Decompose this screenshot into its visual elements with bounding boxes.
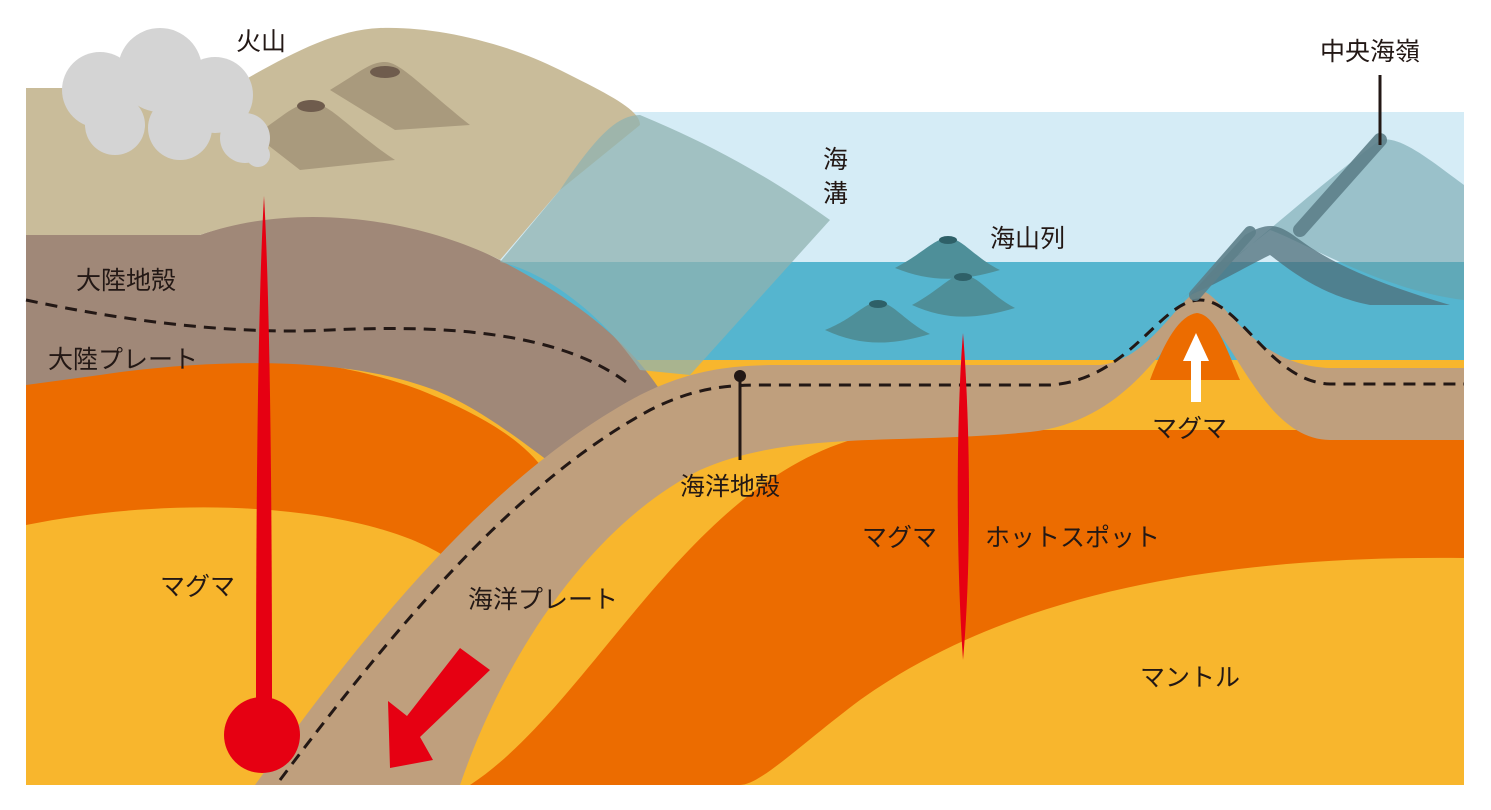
ridge-pipe [1293,133,1387,237]
ridge-back [1180,139,1464,300]
label-trench-1: 海 [823,145,848,174]
oceanic-boundary-dash [278,298,1464,781]
label-mid-ocean-ridge: 中央海嶺 [1320,37,1420,66]
volcano-cone-back [330,62,470,130]
hotspot-magma-plume [957,333,970,660]
upper-mantle-left [26,356,560,560]
continental-slope [500,115,830,375]
label-seamount-chain: 海山列 [990,224,1065,253]
seamount-chain-shapes [825,236,1015,343]
magma-upwelling-arrow [1183,333,1209,402]
subduction-arrow [388,648,490,768]
label-mantle: マントル [1140,663,1240,692]
label-hotspot: ホットスポット [985,523,1160,552]
label-continental-crust: 大陸地殻 [76,266,176,295]
label-oceanic-crust: 海洋地殻 [680,472,780,501]
label-oceanic-plate: 海洋プレート [468,585,618,614]
ridge-front [1190,225,1450,305]
volcano-smoke [62,28,270,167]
continental-crust [26,215,660,470]
magma-chamber [224,697,300,773]
label-magma-center: マグマ [862,523,937,552]
continental-boundary-dash [25,298,631,387]
crater-front [297,100,325,112]
label-magma-right: マグマ [1152,414,1227,443]
upper-mantle-right [470,430,1464,785]
ridge-pipe-lower [1189,226,1256,301]
oceanic-plate [255,290,1464,785]
label-magma-left: マグマ [160,572,235,601]
volcano-cone-front [255,103,395,170]
label-trench-2: 溝 [823,179,848,208]
volcano-magma-conduit [256,196,272,700]
label-volcano: 火山 [236,27,286,56]
label-continental-plate: 大陸プレート [48,345,198,374]
oceanic-crust-leader-dot [734,370,746,382]
crater-back [370,66,400,78]
